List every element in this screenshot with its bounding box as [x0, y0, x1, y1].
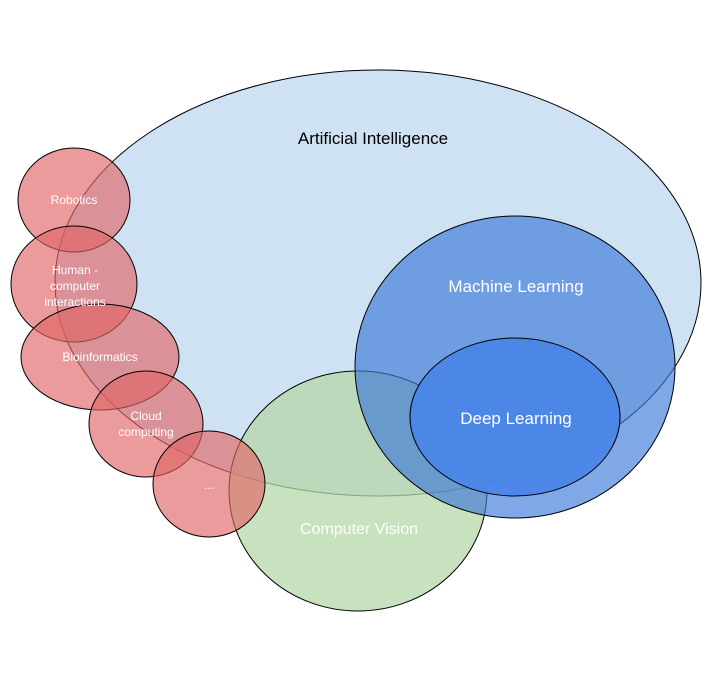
bioinformatics-label: Bioinformatics: [62, 350, 137, 364]
robotics-label: Robotics: [51, 193, 98, 207]
machine-learning-label: Machine Learning: [448, 277, 583, 296]
hci-label-line1: Human -: [52, 263, 98, 277]
cloud-computing-label-line2: computing: [118, 425, 173, 439]
deep-learning-region: [409, 337, 621, 497]
deep-learning-label: Deep Learning: [460, 409, 572, 428]
cloud-computing-label-line1: Cloud: [130, 409, 161, 423]
ai-label: Artificial Intelligence: [298, 129, 448, 148]
hci-label-line3: interactions: [44, 295, 105, 309]
more-region: [152, 430, 266, 538]
hci-label-line2: computer: [50, 279, 100, 293]
more-label: ...: [204, 478, 214, 492]
computer-vision-label: Computer Vision: [300, 521, 418, 538]
